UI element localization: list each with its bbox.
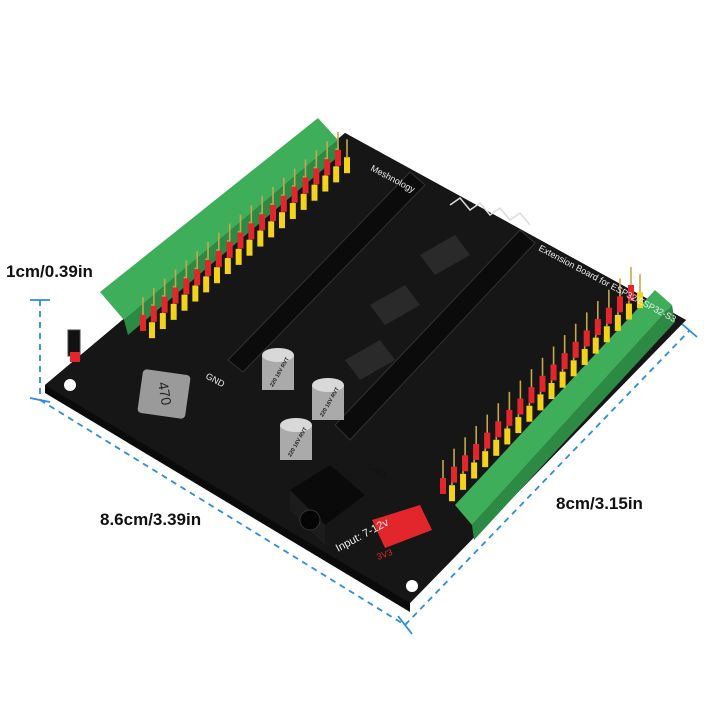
header-pin-base (215, 250, 222, 267)
header-pin-base (302, 177, 309, 194)
header-pin-base (550, 364, 557, 381)
header-pin-base (495, 421, 502, 438)
header-pin-base (616, 296, 623, 313)
header-pin-base (548, 383, 555, 400)
header-pin-base (559, 371, 566, 388)
header-pin-base (517, 398, 524, 415)
length-dimension-label: 8.6cm/3.39in (100, 510, 202, 529)
header-pin-base (183, 278, 190, 295)
header-pin-base (226, 241, 233, 258)
header-pin-base (335, 150, 341, 166)
width-dimension-label: 8cm/3.15in (556, 494, 643, 513)
header-pin-base (344, 157, 350, 174)
header-pin-base (493, 439, 500, 456)
header-pin-base (235, 248, 242, 265)
header-pin-base (259, 214, 266, 231)
dc-power-jack (290, 465, 365, 525)
header-pin-base (181, 294, 188, 311)
inductor (137, 369, 191, 419)
height-dimension-label: 1cm/0.39in (6, 262, 93, 281)
capacitor (262, 348, 294, 390)
header-pin-base (214, 267, 220, 284)
header-pin-base (203, 276, 210, 293)
header-pin-base (515, 417, 522, 434)
header-pin-base (194, 269, 201, 286)
header-pin-base (322, 175, 329, 192)
header-pin-base (625, 303, 632, 320)
left-header-pins (140, 132, 350, 339)
header-pin-base (451, 466, 458, 483)
header-pin-base (313, 168, 320, 185)
header-pin-base (592, 337, 599, 354)
header-pin-base (506, 409, 513, 426)
header-pin-base (224, 258, 231, 275)
header-pin-base (504, 428, 511, 445)
header-pin-base (311, 184, 318, 201)
header-pin-base (205, 260, 211, 276)
header-pin-base (528, 387, 535, 404)
mount-hole (64, 379, 76, 391)
antenna-trace (449, 196, 531, 226)
header-pin-base (603, 326, 610, 343)
header-pin-base (172, 287, 179, 304)
header-pin-base (280, 195, 287, 212)
header-pin-base (246, 239, 253, 256)
mount-hole (406, 580, 418, 592)
right-header-pins (440, 267, 643, 502)
header-pin-base (628, 285, 634, 301)
header-pin-base (561, 353, 568, 370)
header-pin-base (279, 212, 285, 229)
right-female-header (334, 229, 536, 441)
header-pin-base (537, 394, 544, 411)
header-pin-base (257, 230, 264, 247)
header-pin-base (572, 341, 579, 358)
header-pin-base (482, 451, 489, 468)
header-pin-base (583, 330, 590, 347)
header-pin-base (161, 296, 168, 313)
power-jumper-header (372, 505, 432, 548)
header-pin-base (462, 455, 469, 472)
header-pin-base (237, 232, 244, 249)
header-pin-base (140, 315, 146, 331)
header-pin-base (268, 221, 275, 238)
capacitor (280, 418, 312, 460)
chip (370, 285, 420, 325)
header-pin-base (471, 462, 478, 479)
left-terminal-block (100, 118, 338, 320)
header-pin-base (300, 193, 307, 210)
header-pin-base (449, 485, 455, 502)
header-pin-base (614, 314, 621, 331)
header-pin-base (526, 405, 533, 422)
header-pin-base (637, 292, 643, 309)
chip (345, 340, 395, 380)
header-pin-base (150, 305, 157, 322)
header-pin-base (248, 223, 255, 240)
header-pin-base (333, 166, 340, 183)
chip (420, 235, 470, 275)
right-terminal-block (455, 290, 672, 525)
header-pin-base (539, 375, 546, 392)
header-pin-base (192, 285, 199, 302)
header-pin-base (291, 186, 298, 203)
header-pin-base (159, 313, 166, 330)
header-pin-base (270, 205, 276, 221)
header-pin-base (440, 478, 446, 494)
header-pin-base (570, 360, 577, 377)
header-pin-base (484, 432, 491, 449)
header-pin-base (581, 348, 588, 365)
header-pin-base (594, 319, 601, 336)
header-pin-base (289, 203, 296, 220)
left-female-header (227, 171, 426, 373)
header-pin-base (149, 322, 155, 339)
header-pin-base (170, 303, 177, 320)
header-pin-base (473, 443, 480, 460)
header-pin-base (460, 473, 467, 490)
header-pin-base (324, 159, 331, 176)
header-pin-base (605, 307, 612, 324)
capacitor (312, 378, 344, 420)
dimension-lines (39, 300, 691, 626)
inductor-label: 470 (155, 381, 175, 407)
